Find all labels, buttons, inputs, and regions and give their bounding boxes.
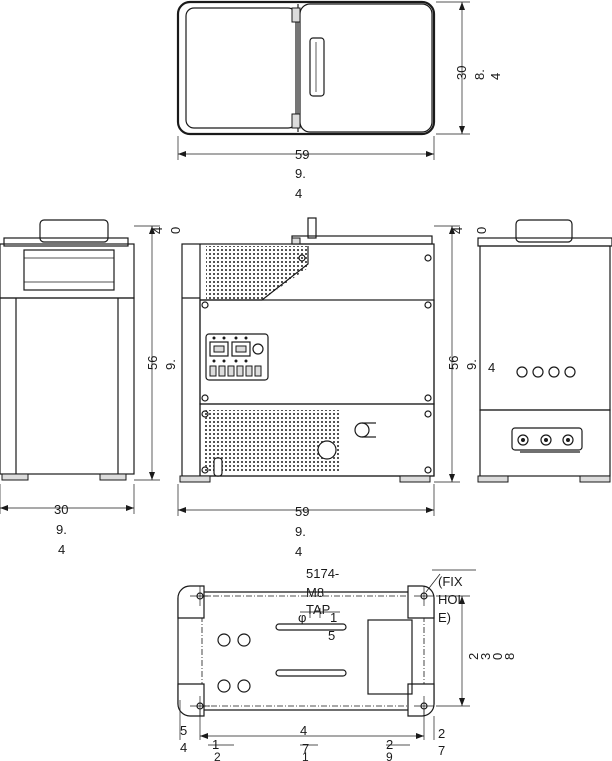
left-height-label-1: 56 <box>145 356 160 370</box>
top-width-label-2: 9. <box>295 166 306 181</box>
bottom-height-label-4: 8 <box>502 653 517 660</box>
left-margin-label-1: 5 <box>180 723 187 738</box>
fix-hole-line-1: (FIX <box>438 574 463 589</box>
right-margin-label-2: 7 <box>438 743 445 758</box>
left-margin-label-2: 4 <box>180 740 187 755</box>
front-top-label-2: 0 <box>168 227 183 234</box>
front-view <box>177 217 460 516</box>
hole-spec-line-2: M8 <box>306 585 324 600</box>
top-width-label-3: 4 <box>295 186 302 201</box>
fix-hole-line-3: E) <box>438 610 451 625</box>
center-label-1: 4 <box>300 723 307 738</box>
top-depth-label-1: 30 <box>454 66 469 80</box>
hole-spec-line-1: 5174- <box>306 566 339 581</box>
front-height-label-3: 4 <box>488 360 495 375</box>
bottom-height-label-3: 0 <box>490 653 505 660</box>
front-width-label-3: 4 <box>295 544 302 559</box>
center-label-2: 7 <box>302 741 309 756</box>
front-height-label-2: 9. <box>464 359 479 370</box>
inset-right-label: 2 <box>386 737 393 752</box>
bottom-row-right: 9 <box>386 750 393 761</box>
left-height-label-2: 9. <box>163 359 178 370</box>
top-view <box>176 0 470 160</box>
right-side-view <box>477 219 612 483</box>
hole-spec-line-3: TAP <box>306 602 330 617</box>
bottom-height-label-1: 2 <box>466 653 481 660</box>
left-top-label-2: 0 <box>474 227 489 234</box>
fix-hole-line-2: HOL <box>438 592 465 607</box>
top-depth-label-2: 8. <box>472 69 487 80</box>
left-width-label-1: 30 <box>54 502 68 517</box>
front-width-label-1: 59 <box>295 504 309 519</box>
front-width-label-2: 9. <box>295 524 306 539</box>
front-top-label-1: 4 <box>150 227 165 234</box>
top-depth-label-3: 4 <box>488 73 503 80</box>
left-side-view <box>0 219 160 514</box>
front-height-label-1: 56 <box>446 356 461 370</box>
inset-left-label: 1 <box>212 737 219 752</box>
left-width-label-2: 9. <box>56 522 67 537</box>
bottom-view <box>177 569 476 746</box>
phi-label-1: φ <box>298 610 306 625</box>
phi-label-3: 5 <box>328 628 335 643</box>
bottom-height-label-2: 3 <box>478 653 493 660</box>
bottom-row-center: 1 <box>302 750 309 761</box>
phi-label-2: 1 <box>330 610 337 625</box>
left-top-label-1: 4 <box>450 227 465 234</box>
top-width-label-1: 59 <box>295 147 309 162</box>
right-margin-label-1: 2 <box>438 726 445 741</box>
left-width-label-3: 4 <box>58 542 65 557</box>
bottom-row-left: 2 <box>214 750 221 761</box>
